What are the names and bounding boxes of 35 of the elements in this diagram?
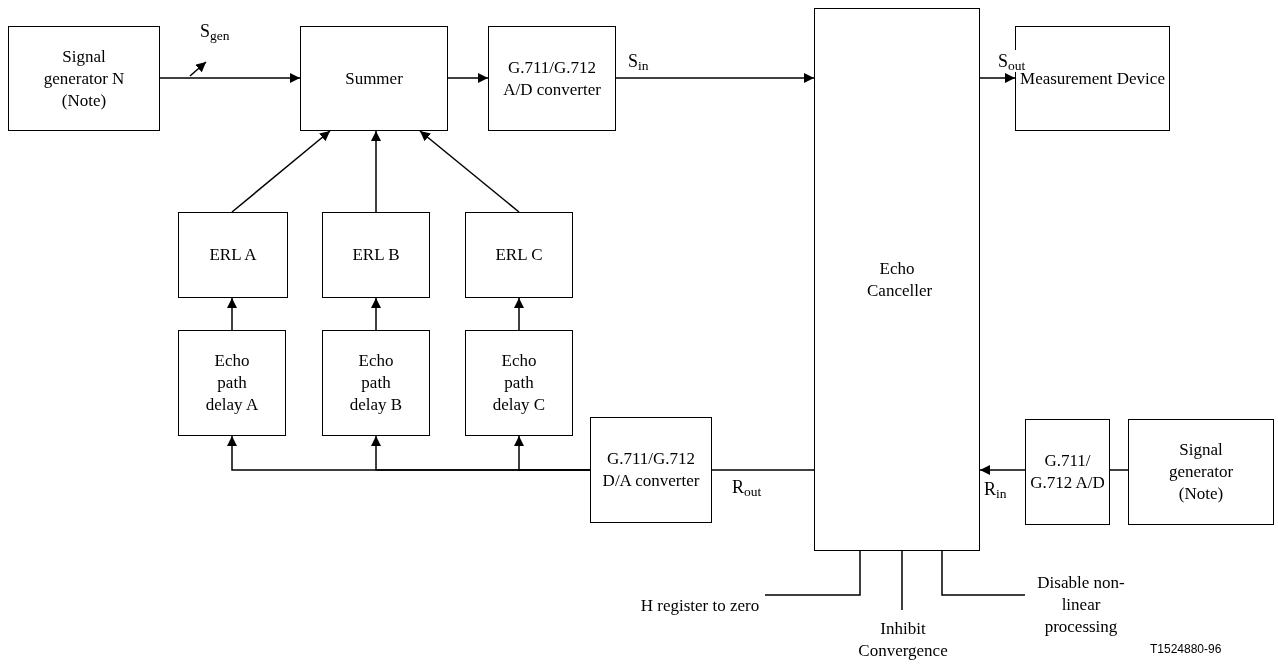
arrow xyxy=(231,130,331,213)
control-input-label: H register to zero xyxy=(635,580,765,632)
connector-line xyxy=(711,469,815,471)
figure-code: T1524880-96 xyxy=(1150,641,1222,658)
process-box: G.711/G.712 D/A converter xyxy=(590,417,712,523)
process-box: Echo path delay C xyxy=(465,330,573,436)
arrow xyxy=(514,297,524,331)
arrow xyxy=(371,130,381,213)
process-box: Echo path delay A xyxy=(178,330,286,436)
connector-line xyxy=(901,550,903,611)
process-box: Echo path delay B xyxy=(322,330,430,436)
process-box: ERL A xyxy=(178,212,288,298)
process-box: ERL B xyxy=(322,212,430,298)
arrow xyxy=(979,73,1016,83)
arrow xyxy=(447,73,489,83)
process-box: G.711/G.712 A/D converter xyxy=(488,26,616,131)
connector-line xyxy=(1109,469,1129,471)
process-box: Echo Canceller xyxy=(814,8,980,551)
connector-line xyxy=(941,550,1026,596)
control-input-label: Inhibit Convergence xyxy=(830,610,976,670)
process-box: G.711/ G.712 A/D xyxy=(1025,419,1110,525)
arrow xyxy=(615,73,815,83)
arrow xyxy=(419,130,520,213)
control-input-label: Disable non-linear processing xyxy=(1025,568,1137,642)
arrow xyxy=(979,465,1026,475)
process-box: ERL C xyxy=(465,212,573,298)
arrow xyxy=(159,73,301,83)
connector-line xyxy=(764,550,861,596)
arrow xyxy=(514,435,591,471)
arrow xyxy=(371,297,381,331)
edge-label: S$_{out}$ xyxy=(998,50,1026,72)
process-box: Summer xyxy=(300,26,448,131)
process-box: Signal generator (Note) xyxy=(1128,419,1274,525)
process-box: Signal generator N (Note) xyxy=(8,26,160,131)
arrow xyxy=(227,297,237,331)
